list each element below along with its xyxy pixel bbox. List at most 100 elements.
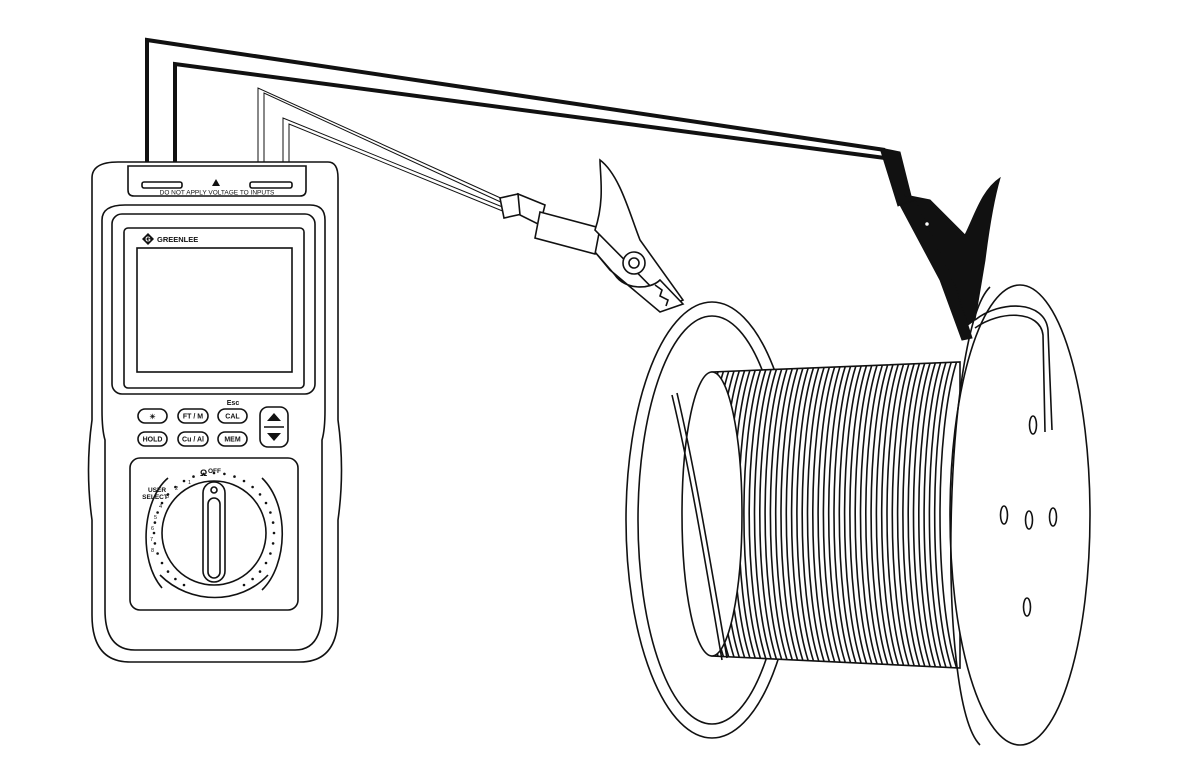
coil-winding xyxy=(880,364,899,666)
dial-tick xyxy=(174,485,177,489)
dial-tick xyxy=(166,493,170,496)
dial-tick xyxy=(212,471,216,475)
white-clip-boot xyxy=(534,211,601,255)
white-clip-teeth xyxy=(654,284,669,307)
dial-tick xyxy=(242,583,246,587)
dial-tick xyxy=(272,531,276,535)
coil-winding xyxy=(854,365,873,664)
dial-number: 3 xyxy=(166,494,169,500)
cal-button[interactable]: CAL xyxy=(217,408,248,424)
svg-text:MEM: MEM xyxy=(224,437,241,444)
coil-winding xyxy=(859,365,878,665)
dial-scale-arc-bottom xyxy=(159,574,269,599)
coil-winding xyxy=(759,369,778,660)
black-clip-jaw-upper xyxy=(903,176,1001,326)
coil-winding xyxy=(907,363,926,667)
input-jack-left xyxy=(141,181,183,189)
up-down-button[interactable] xyxy=(259,406,289,448)
black-clip-pivot xyxy=(923,220,931,228)
meter-inner-case xyxy=(101,204,326,651)
coil-winding xyxy=(891,363,910,666)
input-jack-right xyxy=(249,181,293,189)
coil-winding xyxy=(933,362,952,668)
dial-number: 2 xyxy=(175,486,178,492)
dial-number: 1 xyxy=(188,480,191,486)
dial-tick xyxy=(152,531,156,535)
cable-length-meter: DO NOT APPLY VOLTAGE TO INPUTS G GREENLE… xyxy=(87,161,343,663)
white-clip-jaw-upper xyxy=(594,158,685,307)
coil-left-end xyxy=(681,371,743,657)
cable-reel xyxy=(625,284,1091,746)
dial-tick xyxy=(160,561,164,565)
greenlee-logo: G GREENLEE xyxy=(142,233,198,245)
up-arrow-icon[interactable] xyxy=(267,413,281,421)
dial-tick xyxy=(251,485,254,489)
backlight-button[interactable]: ☀ xyxy=(137,408,168,424)
cable-end xyxy=(974,305,1053,431)
greenlee-logo-mark xyxy=(142,233,154,245)
greenlee-logo-letter: G xyxy=(145,237,151,244)
white-test-leads xyxy=(257,87,506,213)
black-lead-1 xyxy=(145,37,886,170)
white-alligator-clip xyxy=(499,158,685,313)
cable-strand-2 xyxy=(676,392,728,659)
user-select-label: USER xyxy=(148,487,166,494)
brand-name: GREENLEE xyxy=(157,235,198,244)
reel-front-flange xyxy=(949,284,1091,746)
mem-button[interactable]: MEM xyxy=(217,431,248,447)
black-alligator-clip xyxy=(879,147,1001,341)
dial-tick xyxy=(251,577,254,581)
dial-tick xyxy=(242,479,246,483)
white-lead-2b xyxy=(288,123,506,213)
dial-tick xyxy=(271,521,275,524)
dial-indicator xyxy=(210,486,218,494)
coil-winding xyxy=(806,367,825,662)
dial-scale-arc xyxy=(145,477,169,589)
dial-tick xyxy=(166,570,170,573)
cu-al-button[interactable]: Cu / Al xyxy=(177,431,209,447)
warning-label: DO NOT APPLY VOLTAGE TO INPUTS xyxy=(160,190,275,197)
cable-strand xyxy=(671,394,723,661)
dial-tick xyxy=(258,570,262,573)
dial-tick xyxy=(160,501,164,505)
coil-winding xyxy=(743,370,762,659)
coil-winding xyxy=(838,366,857,663)
coil-winding xyxy=(902,363,921,667)
dial-tick xyxy=(174,577,177,581)
coil-winding xyxy=(817,366,836,662)
coil-winding xyxy=(875,364,894,665)
black-lead-2 xyxy=(173,61,886,170)
svg-text:☀: ☀ xyxy=(149,413,155,421)
dial-tick xyxy=(156,511,159,514)
dial-tick xyxy=(153,521,157,524)
down-arrow-icon[interactable] xyxy=(267,433,281,441)
dial-number-labels: 1 2 3 4 5 6 7 8 xyxy=(150,480,191,554)
coil-winding xyxy=(812,367,831,662)
coil-winding xyxy=(822,366,841,663)
coil-winding xyxy=(833,366,852,663)
user-select-label-2: SELECT xyxy=(142,494,168,501)
dial-tick xyxy=(269,511,272,514)
reel-front-flange-rim xyxy=(950,286,991,746)
coil-winding xyxy=(790,368,809,661)
white-clip-pivot-inner xyxy=(628,257,640,269)
flange-hole xyxy=(1022,597,1032,617)
dial-number: 4 xyxy=(159,504,162,510)
ohm-label: Ω xyxy=(200,468,207,478)
svg-text:FT / M: FT / M xyxy=(183,414,203,421)
lcd-screen xyxy=(136,247,293,373)
svg-text:CAL: CAL xyxy=(225,414,240,421)
ft-m-button[interactable]: FT / M xyxy=(177,408,209,424)
white-lead-1 xyxy=(257,87,506,201)
hold-button[interactable]: HOLD xyxy=(137,431,168,447)
coil-winding xyxy=(764,369,783,660)
dial-number: 6 xyxy=(151,526,154,532)
coil-winding xyxy=(896,363,915,666)
coil-winding xyxy=(849,365,868,664)
coil-winding xyxy=(774,368,793,660)
coil-winding xyxy=(843,365,862,664)
coil-winding xyxy=(912,362,931,667)
dial-tick xyxy=(153,542,157,545)
coil-winding xyxy=(870,364,889,665)
